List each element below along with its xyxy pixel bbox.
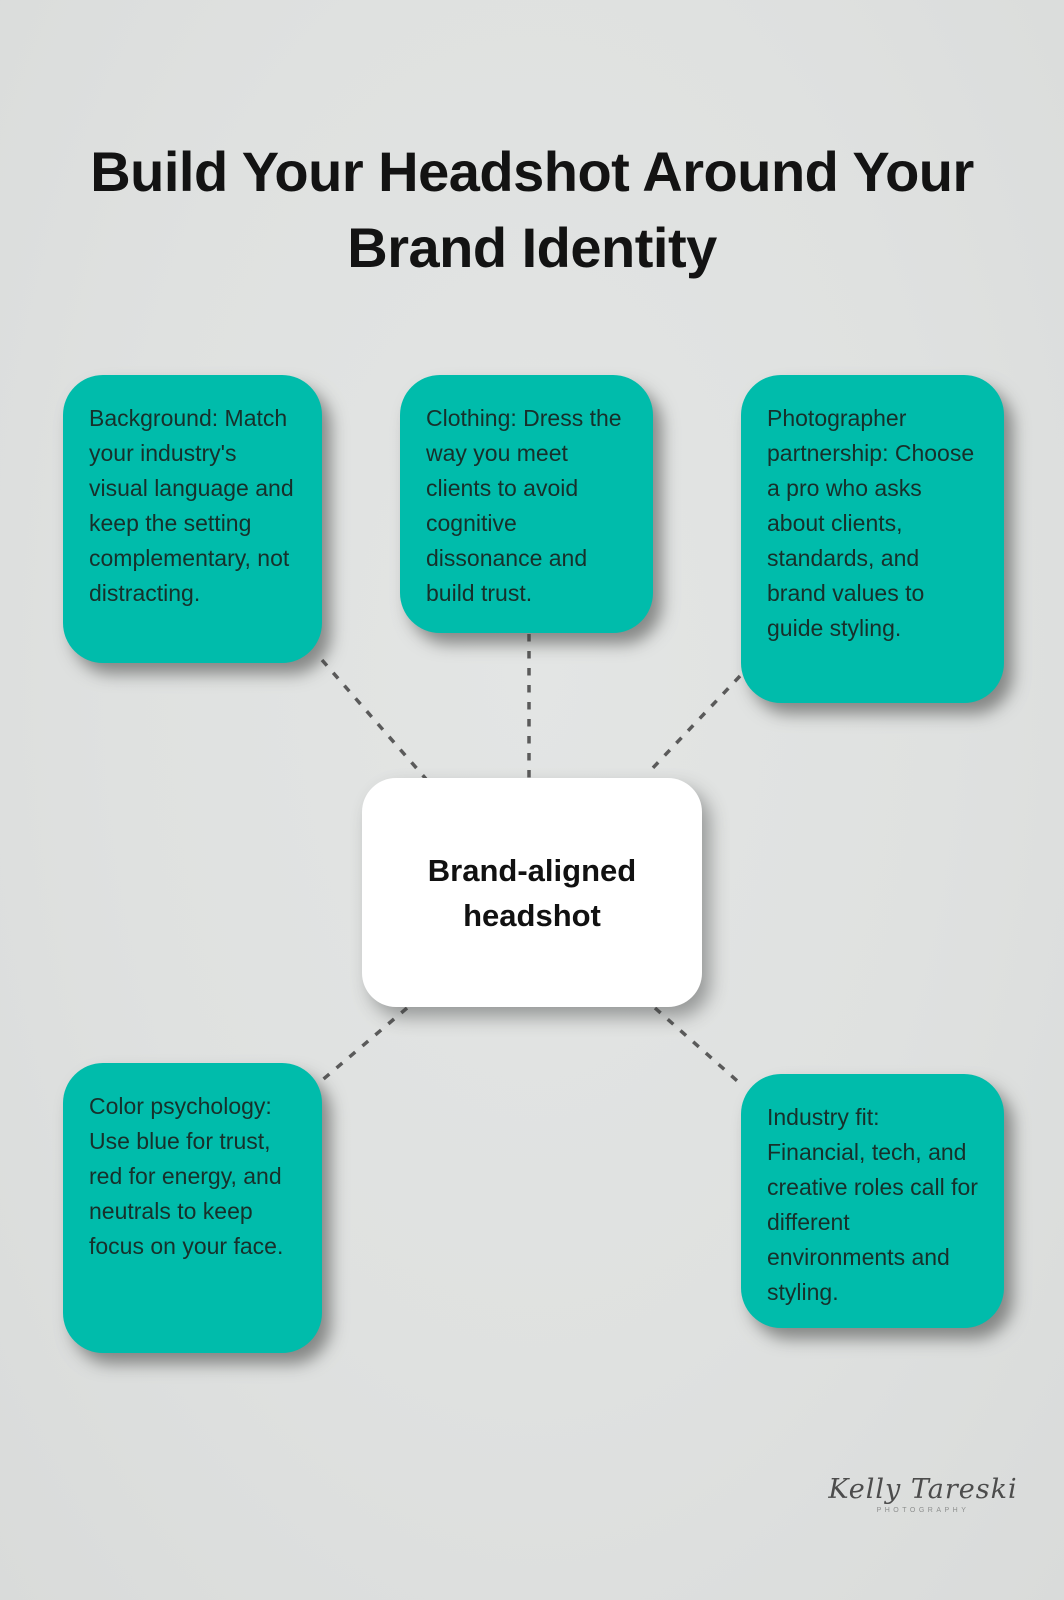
connector-photographer-to-center	[647, 674, 742, 774]
page-title: Build Your Headshot Around Your Brand Id…	[90, 139, 974, 279]
node-color-psychology: Color psychology: Use blue for trust, re…	[63, 1063, 322, 1353]
signature-subtitle: PHOTOGRAPHY	[876, 1507, 970, 1514]
node-color-psychology-text: Color psychology: Use blue for trust, re…	[89, 1093, 284, 1259]
signature-name: Kelly Tareski	[828, 1474, 1018, 1505]
node-clothing-text: Clothing: Dress the way you meet clients…	[426, 405, 622, 606]
node-background-text: Background: Match your industry's visual…	[89, 405, 294, 606]
connector-center-to-color-psychology	[318, 1006, 409, 1084]
connector-background-to-center	[320, 658, 428, 781]
signature: Kelly Tareski PHOTOGRAPHY	[828, 1474, 1018, 1514]
center-node: Brand-aligned headshot	[362, 778, 702, 1007]
node-clothing: Clothing: Dress the way you meet clients…	[400, 375, 653, 633]
node-photographer-partnership: Photographer partnership: Choose a pro w…	[741, 375, 1004, 703]
connector-center-to-industry-fit	[653, 1006, 745, 1088]
node-background: Background: Match your industry's visual…	[63, 375, 322, 663]
node-industry-fit-text: Industry fit: Financial, tech, and creat…	[767, 1104, 978, 1305]
node-industry-fit: Industry fit: Financial, tech, and creat…	[741, 1074, 1004, 1328]
center-node-label: Brand-aligned headshot	[427, 852, 637, 933]
node-photographer-partnership-text: Photographer partnership: Choose a pro w…	[767, 405, 975, 641]
